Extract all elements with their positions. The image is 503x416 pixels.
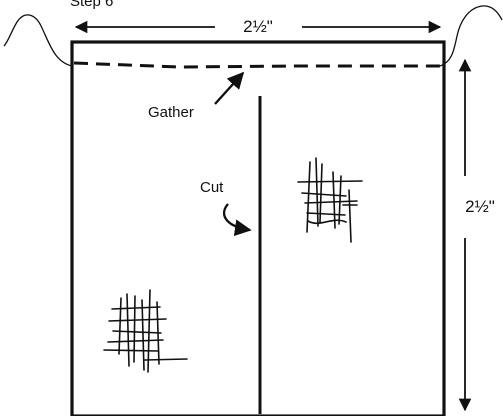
thread-tail-right — [439, 5, 503, 67]
gather-label: Gather — [148, 104, 194, 121]
cut-label: Cut — [200, 179, 224, 196]
fabric-square — [70, 40, 446, 416]
width-dimension-label: 2½" — [243, 17, 273, 36]
step-label: Step 6 — [70, 0, 113, 10]
cut-pointer-arrow — [223, 203, 252, 237]
gather-pointer-arrow — [214, 71, 245, 105]
thread-tail-left — [3, 14, 73, 67]
height-dimension-label: 2½" — [465, 197, 495, 216]
fabric-weave-texture-right — [297, 157, 363, 243]
fabric-weave-texture-left — [103, 289, 188, 373]
gather-stitch-line — [73, 61, 442, 69]
